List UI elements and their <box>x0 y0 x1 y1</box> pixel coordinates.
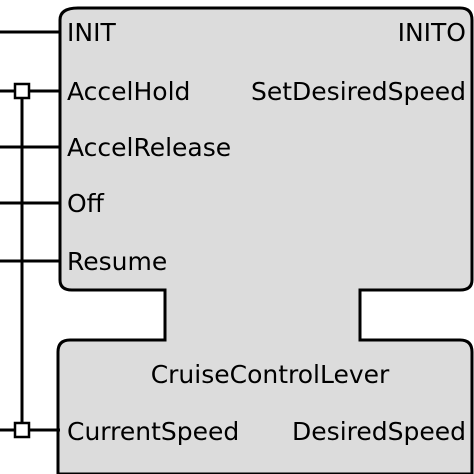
event-output-inito[interactable]: INITO <box>398 18 466 47</box>
data-output-desiredspeed[interactable]: DesiredSpeed <box>292 417 466 446</box>
with-connector-square-currentspeed[interactable] <box>13 421 31 439</box>
event-input-accelhold[interactable]: AccelHold <box>67 77 190 106</box>
event-output-setdesiredspeed[interactable]: SetDesiredSpeed <box>251 77 466 106</box>
event-input-resume[interactable]: Resume <box>67 247 167 276</box>
event-input-off[interactable]: Off <box>67 189 105 218</box>
block-type-name: CruiseControlLever <box>151 360 390 389</box>
with-connector-square-accelhold[interactable] <box>13 82 31 100</box>
event-input-accelrelease[interactable]: AccelRelease <box>67 133 231 162</box>
event-section-body[interactable] <box>56 6 474 474</box>
data-input-currentspeed[interactable]: CurrentSpeed <box>67 417 239 446</box>
event-input-init[interactable]: INIT <box>67 18 116 47</box>
